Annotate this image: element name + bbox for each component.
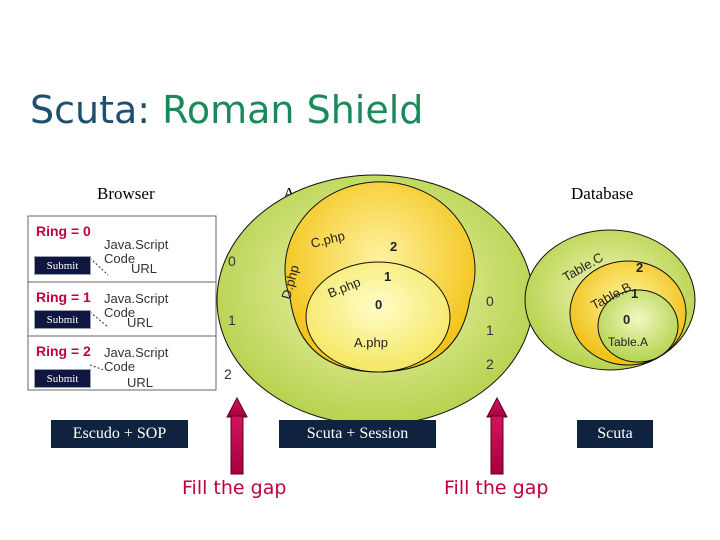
file-label-a: A.php: [354, 335, 388, 350]
database-heading: Database: [571, 184, 634, 203]
fill-gap-left: Fill the gap: [182, 477, 287, 499]
ring-label: Ring = 0: [36, 223, 91, 239]
fill-gap-right: Fill the gap: [444, 477, 549, 499]
server-level-b: 1: [384, 269, 391, 284]
database-mechanism-label: Scuta: [577, 420, 653, 448]
browser-mechanism-label: Escudo + SOP: [51, 420, 188, 448]
browser-ring-number: 0: [228, 253, 236, 269]
gap-arrow-left: [226, 396, 248, 475]
submit-button[interactable]: Submit: [34, 310, 91, 329]
browser-ring-number: 1: [228, 312, 236, 328]
database-level-c: 2: [636, 260, 643, 275]
table-label-a: Table.A: [608, 335, 648, 349]
slide-title: Scuta: Roman Shield: [30, 88, 423, 132]
server-ring-number: 0: [486, 293, 494, 309]
url-label: URL: [131, 261, 158, 276]
gap-arrow-right: [486, 396, 508, 475]
url-label: URL: [127, 315, 154, 330]
title-accent: Roman Shield: [162, 88, 424, 132]
ring-label: Ring = 2: [36, 343, 91, 359]
browser-heading: Browser: [97, 184, 155, 203]
url-label: URL: [127, 375, 154, 390]
server-ring-inner: [305, 261, 451, 373]
server-ring-number: 1: [486, 322, 494, 338]
database-level-b: 1: [631, 286, 638, 301]
server-mechanism-label: Scuta + Session: [279, 420, 436, 448]
database-level-a: 0: [623, 312, 630, 327]
submit-button[interactable]: Submit: [34, 369, 91, 388]
server-ring-number: 2: [486, 356, 494, 372]
server-level-c: 2: [390, 239, 397, 254]
submit-button[interactable]: Submit: [34, 256, 91, 275]
browser-ring-number: 2: [224, 366, 232, 382]
server-level-a: 0: [375, 297, 382, 312]
leader-line-ring2: [89, 364, 105, 371]
leader-line-ring0: [89, 257, 109, 276]
database-ring-inner: [597, 289, 679, 363]
ring-label: Ring = 1: [36, 289, 91, 305]
title-prefix: Scuta:: [30, 88, 163, 132]
